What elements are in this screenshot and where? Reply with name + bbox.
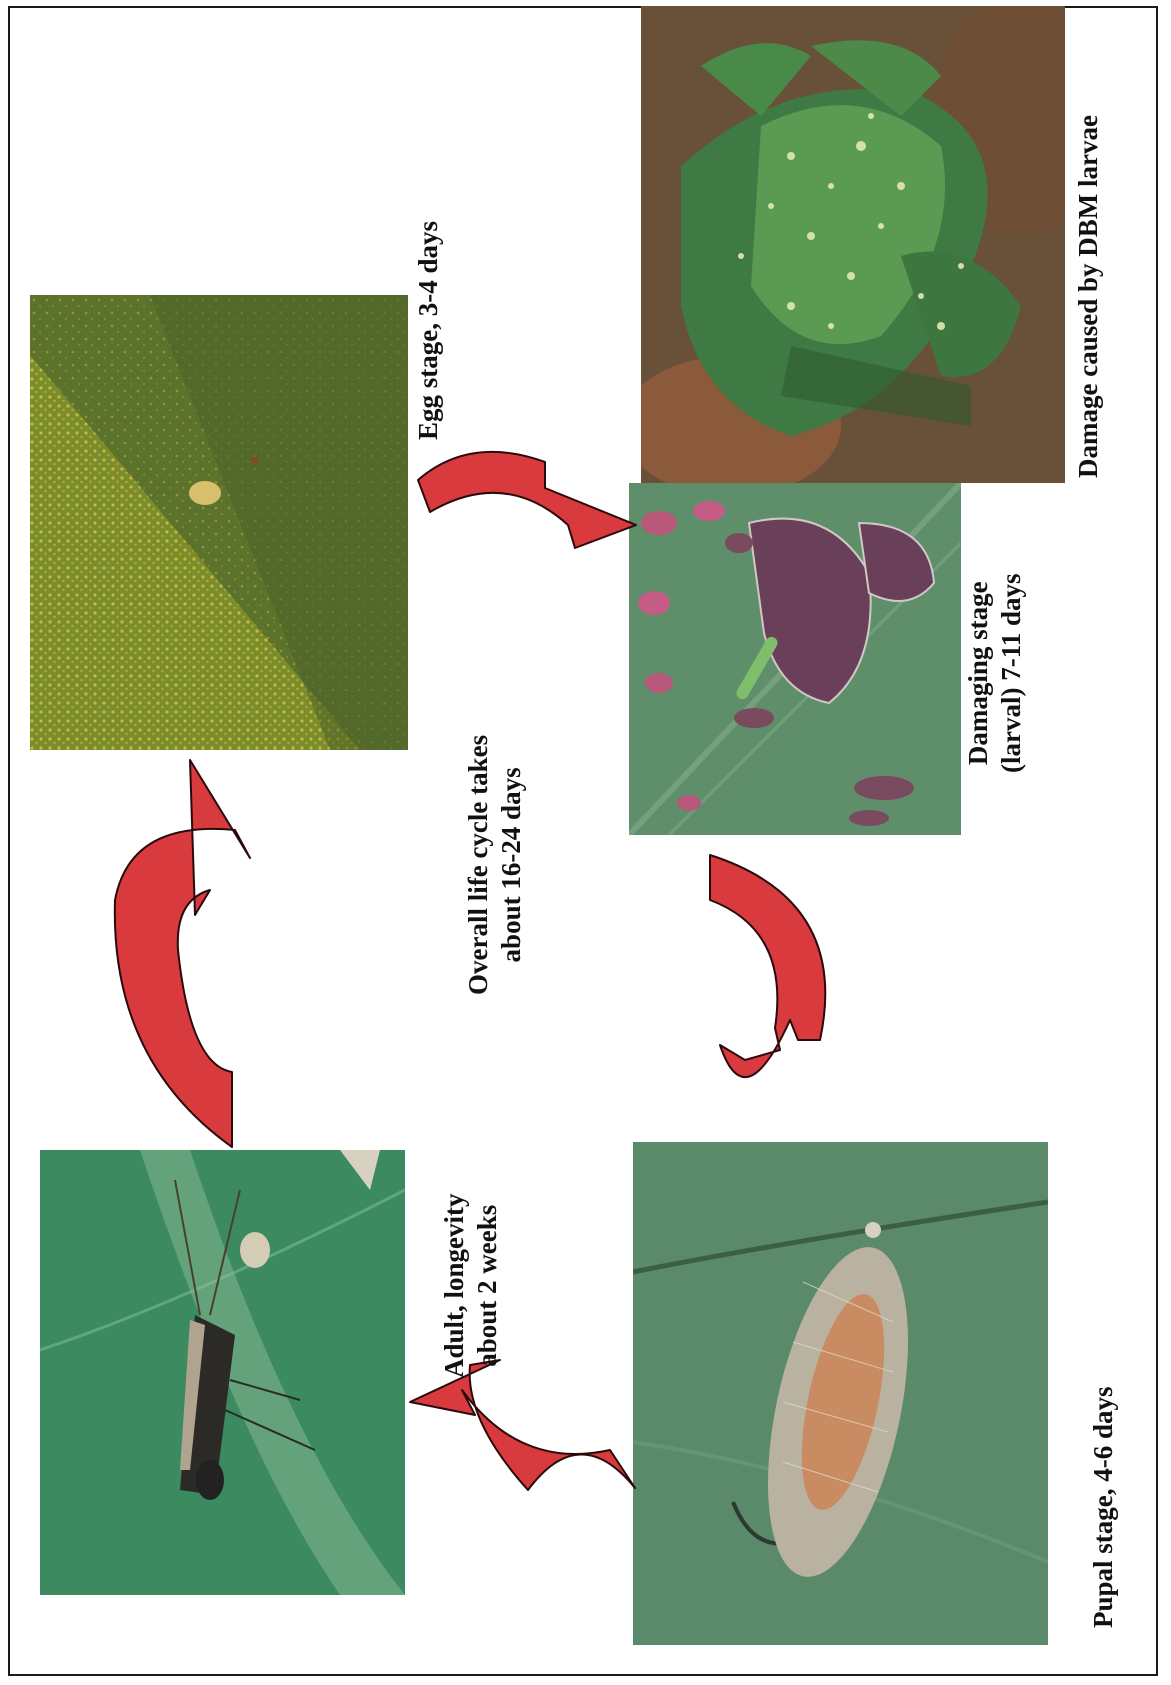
center-caption-line1: Overall life cycle takes: [462, 735, 495, 995]
arrow-adult-to-egg: [115, 760, 250, 1147]
center-caption: Overall life cycle takes about 16-24 day…: [462, 735, 528, 995]
larval-stage-caption: Damaging stage (larval) 7-11 days: [962, 574, 1028, 774]
pupal-caption-text: Pupal stage, 4-6 days: [1087, 1386, 1120, 1628]
adult-caption-line1: Adult, longevity: [438, 1193, 471, 1378]
adult-stage-caption: Adult, longevity about 2 weeks: [438, 1193, 504, 1378]
damage-caption-text: Damage caused by DBM larvae: [1072, 115, 1105, 478]
larval-caption-line1: Damaging stage: [962, 574, 995, 774]
damage-caption: Damage caused by DBM larvae: [1072, 115, 1105, 478]
larval-caption-line2: (larval) 7-11 days: [995, 574, 1028, 774]
pupal-stage-caption: Pupal stage, 4-6 days: [1087, 1386, 1120, 1628]
arrow-egg-to-larval: [418, 452, 636, 548]
arrow-larval-to-pupal: [710, 855, 825, 1077]
adult-caption-line2: about 2 weeks: [471, 1193, 504, 1378]
egg-caption-text: Egg stage, 3-4 days: [412, 221, 445, 440]
arrow-pupal-to-adult: [410, 1360, 635, 1490]
egg-stage-caption: Egg stage, 3-4 days: [412, 221, 445, 440]
center-caption-line2: about 16-24 days: [495, 735, 528, 995]
